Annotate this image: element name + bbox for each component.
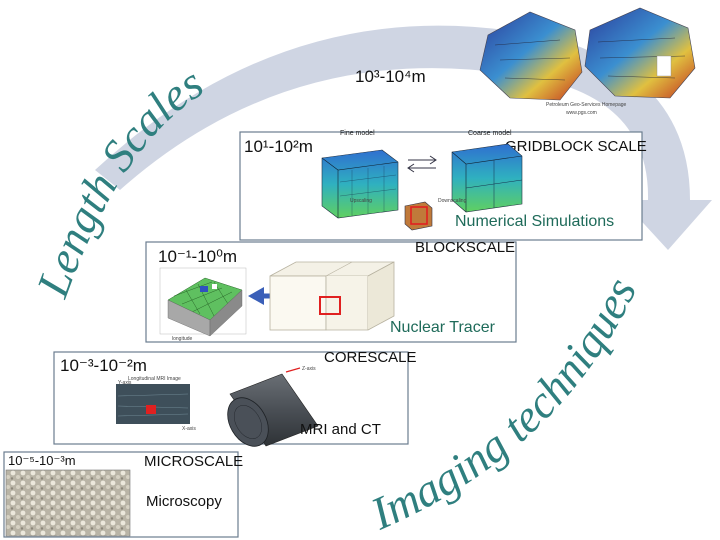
credit-line-2: www.pgs.com [566,110,597,116]
upscaling-caption: Upscaling [350,198,372,204]
scale-label-1: 10³-10⁴m [355,67,426,86]
coarse-model-cube [451,143,523,213]
coarse-model-caption: Coarse model [468,130,512,137]
y-axis-caption: Y-axis [118,380,132,386]
z-axis-caption: Z-axis [302,366,316,372]
corescale-label: CORESCALE [324,349,417,366]
longitude-axis-caption: longitude [172,336,193,342]
credit-line-1: Petroleum Geo-Services Homepage [546,102,627,108]
core-block-pair [269,261,395,331]
core-cylinder [227,367,319,447]
thin-section-micrograph [5,469,131,537]
longitudinal-mri-caption: Longitudinal MRI Image [128,376,181,382]
reservoir-map-right [584,7,696,99]
scale-label-3: 10⁻¹-10⁰m [158,247,237,266]
gridblock-box [239,131,643,241]
exchange-arrows-icon [407,155,437,173]
fine-model-cube [321,149,399,219]
blockscale-label: BLOCKSCALE [415,239,515,256]
nuclear-tracer-label: Nuclear Tracer [390,319,496,336]
scale-label-4: 10⁻³-10⁻²m [60,356,147,375]
scale-label-5: 10⁻⁵-10⁻³m [8,453,76,468]
fine-model-caption: Fine model [340,130,375,137]
reservoir-map-left [479,11,583,101]
mri-ct-label: MRI and CT [300,421,381,438]
microscopy-label: Microscopy [146,493,222,510]
gridblock-scale-label: GRIDBLOCK SCALE [505,138,647,155]
small-grid-cube [404,201,433,231]
surface-plot [159,267,247,337]
downscaling-caption: Downscaling [438,198,467,204]
x-axis-caption: X-axis [182,426,196,432]
microscale-label: MICROSCALE [144,453,243,470]
numerical-simulations-label: Numerical Simulations [455,213,614,230]
mri-slice-image [116,384,190,424]
scale-label-2: 10¹-10²m [244,137,313,156]
